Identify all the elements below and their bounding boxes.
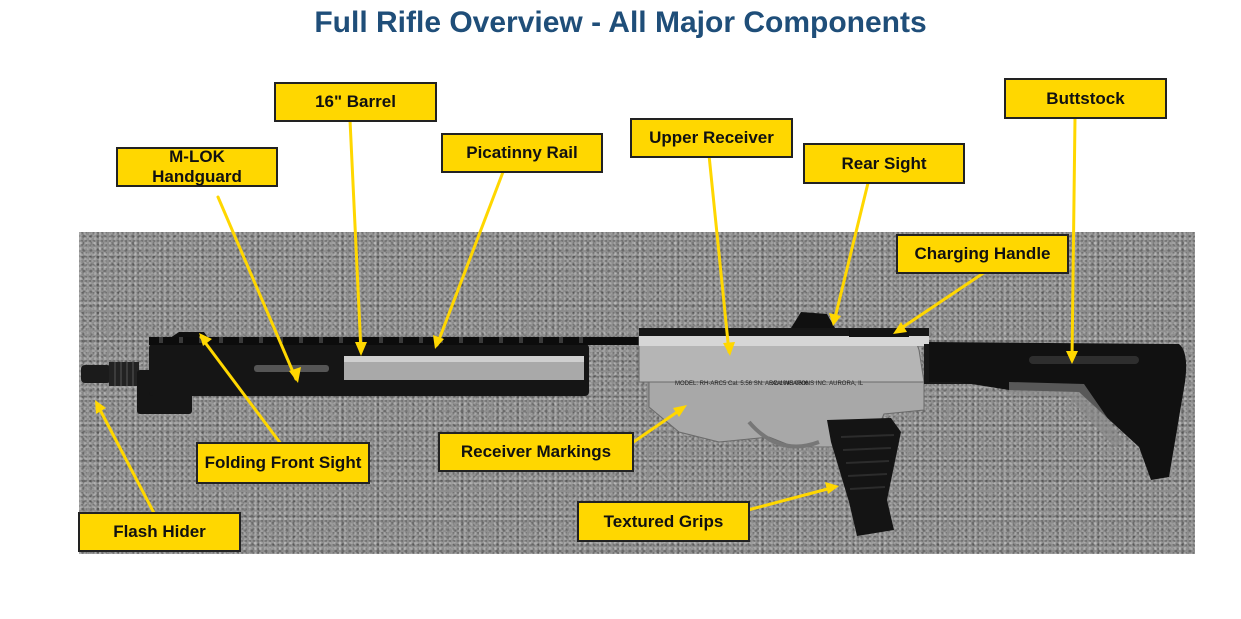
- leader-markings: [630, 406, 685, 445]
- arrowhead-flash: [95, 400, 106, 414]
- label-picatinny-rail: Picatinny Rail: [441, 133, 603, 173]
- arrowhead-picatinny: [433, 335, 444, 349]
- charging-handle-shape: [849, 330, 909, 337]
- label-flash-hider: Flash Hider: [78, 512, 241, 552]
- flash-hider-shape: [81, 365, 111, 383]
- label-folding-front-sight: Folding Front Sight: [196, 442, 370, 484]
- arrowhead-mlok: [289, 367, 301, 383]
- leader-grips: [746, 485, 837, 512]
- leader-barrel: [348, 118, 363, 354]
- leader-rear-sight: [832, 181, 870, 324]
- arrowhead-grips: [825, 482, 839, 494]
- leader-front-sight: [199, 335, 283, 446]
- label-receiver-markings: Receiver Markings: [438, 432, 634, 472]
- leader-mlok: [216, 195, 298, 381]
- buttstock-shape: [929, 342, 1187, 480]
- arrowhead-charging: [893, 322, 907, 334]
- leader-picatinny: [435, 170, 505, 347]
- label-barrel: 16" Barrel: [274, 82, 437, 122]
- leader-upper: [707, 153, 731, 354]
- label-upper-receiver: Upper Receiver: [630, 118, 793, 158]
- label-rear-sight: Rear Sight: [803, 143, 965, 184]
- arrowhead-markings: [673, 405, 687, 417]
- label-textured-grips: Textured Grips: [577, 501, 750, 542]
- arrowhead-barrel: [355, 342, 367, 356]
- arrowhead-rear-sight: [829, 313, 841, 326]
- label-mlok-handguard: M-LOK Handguard: [116, 147, 278, 187]
- rifle-illustration: MODEL: RH-ARC5 Cal. 5.56 SN: ARC-1043-05…: [81, 312, 1187, 536]
- leader-flash: [95, 402, 156, 515]
- page-title: Full Rifle Overview - All Major Componen…: [314, 6, 927, 39]
- label-charging-handle: Charging Handle: [896, 234, 1069, 274]
- arrowhead-upper: [723, 342, 735, 356]
- receiver-engraving-left: MODEL: RH-ARC5 Cal. 5.56 SN: ARC-1043-05…: [675, 381, 809, 387]
- label-buttstock: Buttstock: [1004, 78, 1167, 119]
- rear-sight-shape: [791, 312, 835, 328]
- arrowhead-buttstock: [1066, 351, 1078, 364]
- rifle-photo: MODEL: RH-ARC5 Cal. 5.56 SN: ARC-1043-05…: [79, 232, 1195, 554]
- leader-buttstock: [1070, 116, 1077, 362]
- receiver-engraving-right: LAW WEAPONS INC. AURORA, IL: [769, 381, 864, 387]
- arrowhead-front-sight: [199, 333, 212, 346]
- leader-charging: [895, 270, 987, 333]
